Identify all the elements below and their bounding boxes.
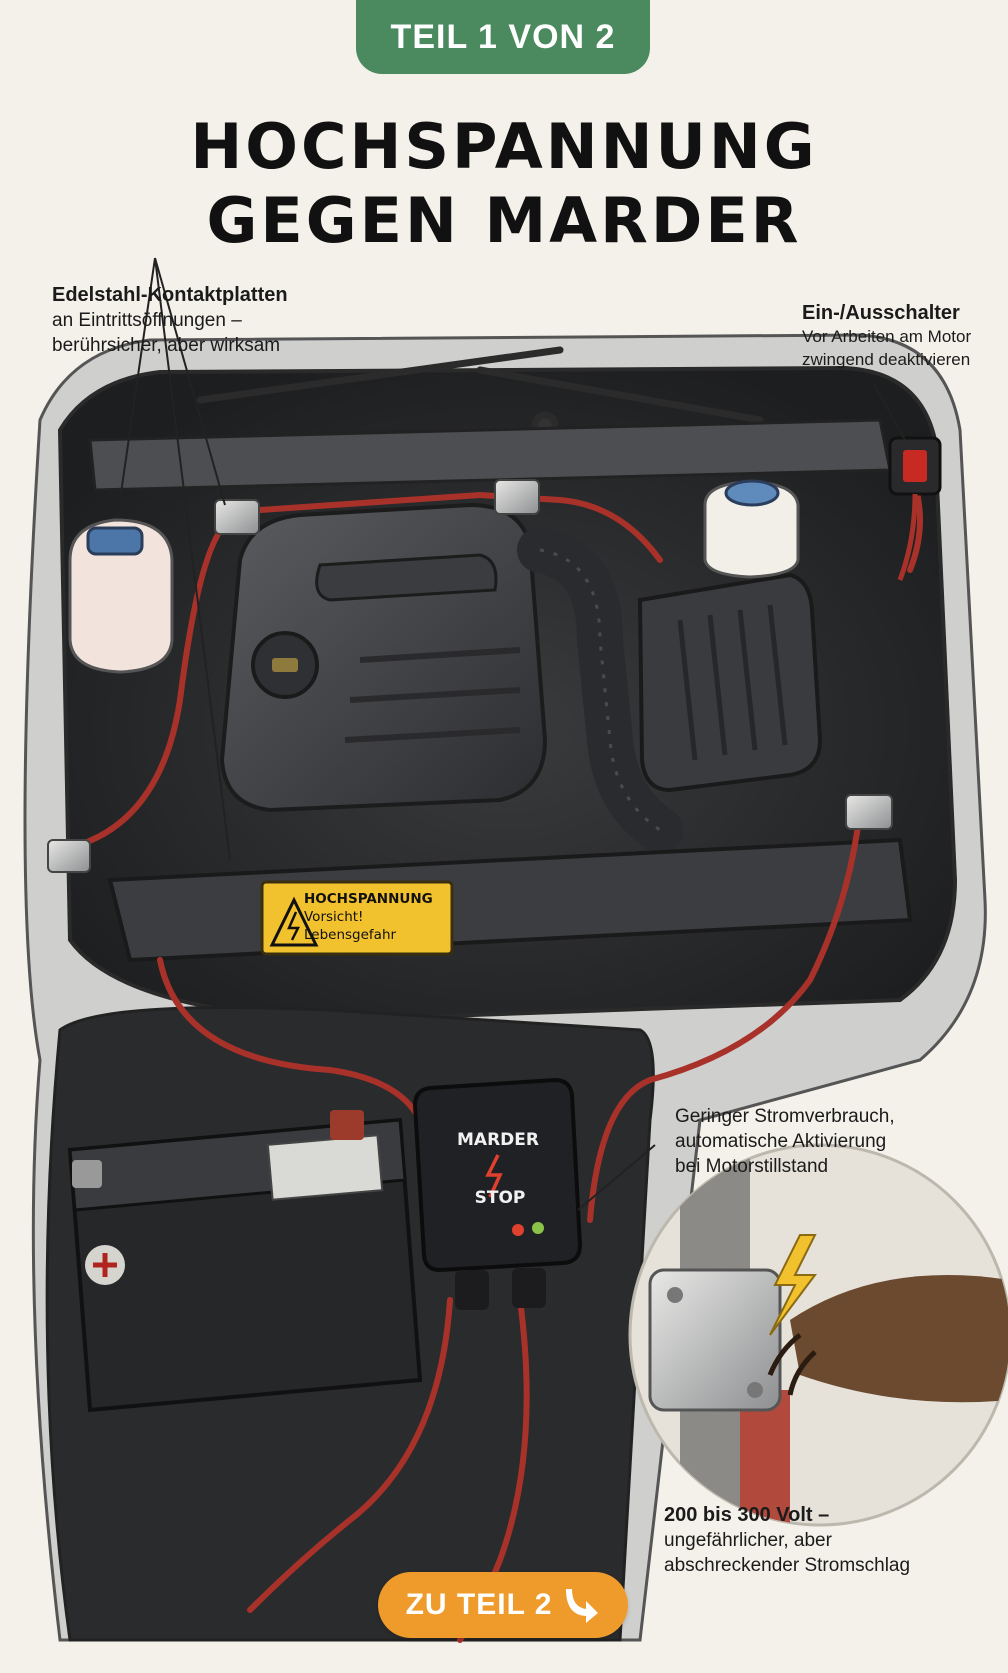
- annotation-power-line2: automatische Aktivierung: [675, 1131, 887, 1152]
- part-badge: TEIL 1 VON 2: [356, 0, 650, 74]
- annotation-plates-line1: an Eintrittsöffnungen –: [52, 310, 242, 331]
- annotation-voltage-heading: 200 bis 300 Volt –: [664, 1504, 830, 1526]
- page-title-line1: HOCHSPANNUNG: [190, 110, 818, 183]
- annotation-switch-heading: Ein-/Ausschalter: [802, 302, 960, 324]
- warning-sign: [260, 880, 454, 956]
- contact-plates: [47, 479, 893, 873]
- air-filter-box: [637, 572, 823, 793]
- annotation-power: Geringer Stromverbrauch, automatische Ak…: [675, 1104, 895, 1179]
- next-part-button-label: ZU TEIL 2: [405, 1588, 553, 1621]
- warning-sign-line1: HOCHSPANNUNG: [304, 891, 433, 907]
- control-box-label-top: MARDER: [457, 1130, 539, 1150]
- leader-lines: [119, 257, 906, 1211]
- control-box: [412, 1077, 583, 1310]
- warning-sign-line3: Lebensgefahr: [304, 927, 397, 943]
- lightning-bolt-icon: [769, 1234, 817, 1336]
- annotation-plates: Edelstahl-Kontaktplatten an Eintrittsöff…: [52, 283, 288, 358]
- annotation-switch-line2: zwingend deaktivieren: [802, 350, 971, 369]
- annotation-power-line3: bei Motorstillstand: [675, 1156, 829, 1177]
- next-part-button[interactable]: ZU TEIL 2: [378, 1572, 628, 1638]
- control-box-label-bottom: STOP: [474, 1188, 526, 1208]
- brake-fluid-reservoir: [703, 479, 800, 579]
- warning-sign-text: HOCHSPANNUNG Vorsicht! Lebensgefahr: [304, 890, 454, 944]
- annotation-voltage: 200 bis 300 Volt – ungefährlicher, aber …: [664, 1503, 910, 1578]
- annotation-plates-line2: berührsicher, aber wirksam: [52, 335, 281, 356]
- annotation-switch-line1: Vor Arbeiten am Motor: [802, 327, 972, 346]
- arrow-down-right-icon: [566, 1589, 599, 1623]
- annotation-voltage-line1: ungefährlicher, aber: [664, 1530, 832, 1551]
- annotation-power-line1: Geringer Stromverbrauch,: [675, 1106, 895, 1127]
- switch-device: [888, 436, 942, 581]
- inset-detail: [628, 1143, 1008, 1527]
- cables: [57, 467, 923, 1643]
- annotation-voltage-line2: abschreckender Stromschlag: [664, 1555, 911, 1576]
- annotation-plates-heading: Edelstahl-Kontaktplatten: [52, 284, 288, 306]
- warning-sign-line2: Vorsicht!: [304, 909, 364, 925]
- intake-hose: [517, 527, 683, 853]
- coolant-reservoir: [68, 518, 174, 674]
- car-battery: [67, 1110, 423, 1413]
- engine-cover: [219, 502, 548, 813]
- annotation-switch: Ein-/Ausschalter Vor Arbeiten am Motor z…: [802, 302, 971, 371]
- page-title-line2: GEGEN MARDER: [206, 184, 802, 257]
